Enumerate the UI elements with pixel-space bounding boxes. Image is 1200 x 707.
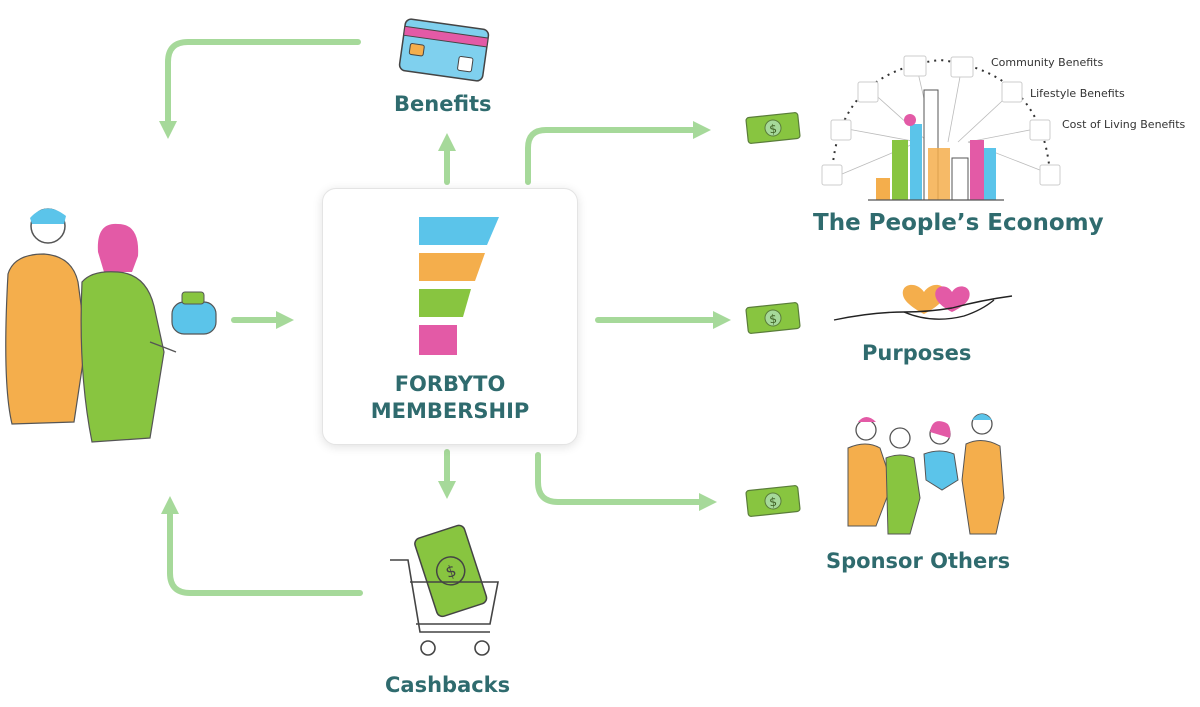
- economy-tag-community: Community Benefits: [991, 56, 1104, 69]
- arrow-benefits-to-member: [159, 39, 361, 139]
- arrow-cashbacks-to-member: [161, 496, 363, 596]
- shopping-cart-icon: $: [390, 524, 499, 656]
- couple-icon: [5, 208, 217, 443]
- money-bill-icon: $: [745, 112, 801, 144]
- node-label-purposes: Purposes: [862, 341, 972, 365]
- node-label-benefits: Benefits: [394, 92, 492, 116]
- economy-tag-cost-of-living: Cost of Living Benefits: [1062, 118, 1186, 131]
- forbyto-logo-icon: [419, 217, 499, 355]
- money-bill-icon: $: [745, 485, 801, 517]
- forbyto-membership-card[interactable]: FORBYTO MEMBERSHIP: [322, 188, 578, 445]
- node-label-sponsor-others: Sponsor Others: [826, 549, 1011, 573]
- center-title-line2: MEMBERSHIP: [370, 399, 530, 423]
- svg-text:$: $: [769, 495, 778, 510]
- people-group-icon: [847, 413, 1005, 535]
- city-skyline-icon: [821, 55, 1061, 201]
- svg-text:$: $: [769, 312, 778, 327]
- svg-text:$: $: [769, 122, 778, 137]
- arrow-center-to-economy: [525, 121, 711, 185]
- node-label-peoples-economy: The People’s Economy: [813, 210, 1104, 236]
- node-label-cashbacks: Cashbacks: [385, 673, 511, 697]
- money-bill-icon: $: [745, 302, 801, 334]
- center-title-line1: FORBYTO: [394, 372, 506, 396]
- economy-tag-lifestyle: Lifestyle Benefits: [1030, 87, 1125, 100]
- credit-card-icon: [398, 18, 490, 82]
- arrow-center-to-sponsor: [535, 452, 717, 511]
- heart-hand-icon: [833, 284, 1013, 321]
